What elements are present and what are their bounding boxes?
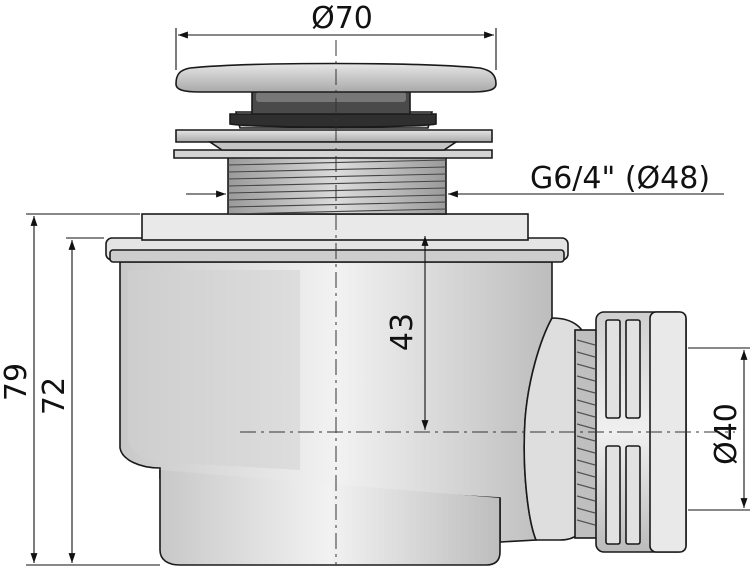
lower-flange <box>173 149 493 159</box>
flange-washers <box>173 129 493 159</box>
dim-water-seal-label: 43 <box>385 313 420 351</box>
dim-body-height: 72 <box>37 237 104 563</box>
dim-water-seal: 43 <box>385 236 429 430</box>
dim-thread-label: G6/4" (Ø48) <box>530 161 710 196</box>
dim-outlet-diameter: Ø40 <box>688 347 750 511</box>
dim-outlet-diameter-label: Ø40 <box>709 403 744 465</box>
dim-overall-height: 79 <box>0 213 160 566</box>
outlet-thread <box>574 329 598 539</box>
dim-cap-diameter: Ø70 <box>175 1 497 70</box>
trap-top-ring <box>141 213 529 241</box>
thread-section <box>227 149 447 215</box>
dim-cap-diameter-label: Ø70 <box>311 1 373 36</box>
trap-body <box>105 213 586 566</box>
upper-flange <box>175 129 493 143</box>
dim-thread: G6/4" (Ø48) <box>186 161 724 198</box>
dim-body-height-label: 72 <box>37 377 72 415</box>
dim-overall-height-label: 79 <box>0 363 34 401</box>
trap-sump <box>159 470 501 566</box>
plug-stem <box>229 87 437 129</box>
